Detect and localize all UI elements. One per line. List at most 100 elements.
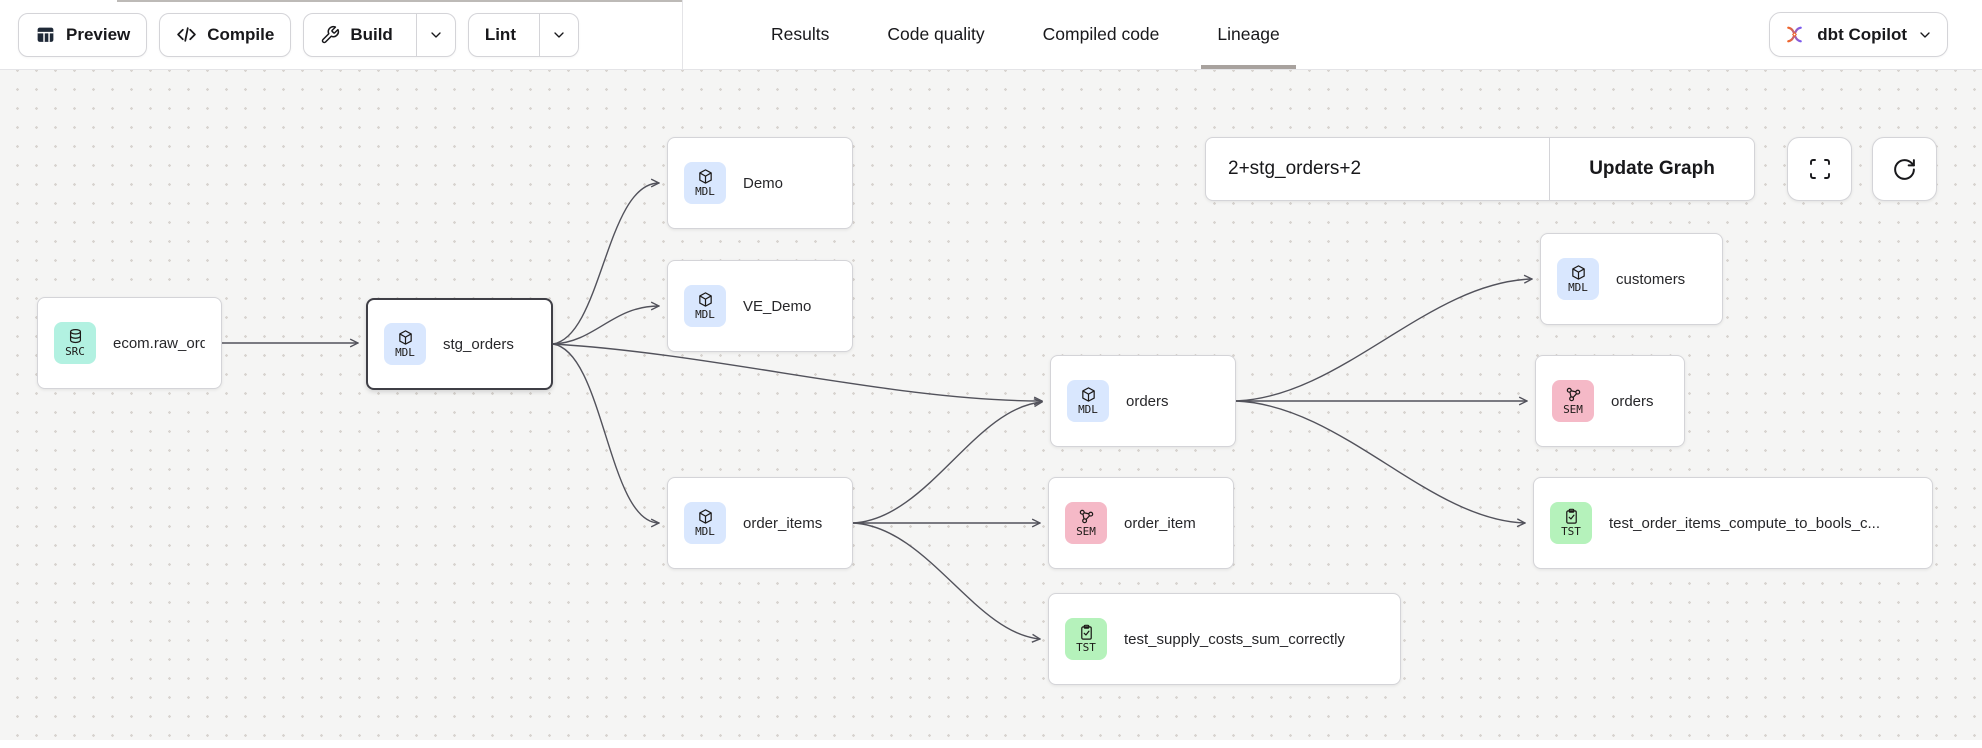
node-order-items[interactable]: MDL order_items: [667, 477, 853, 569]
lint-dropdown-toggle[interactable]: [538, 13, 578, 56]
model-badge: MDL: [1557, 258, 1599, 300]
wrench-icon: [322, 25, 340, 43]
dbt-copilot-label: dbt Copilot: [1817, 24, 1907, 44]
edge: [552, 343, 659, 523]
edge: [552, 183, 659, 345]
edge: [852, 402, 1042, 524]
edge: [552, 343, 1042, 401]
build-button-label: Build: [350, 24, 393, 44]
dbt-copilot-icon: [1787, 26, 1803, 43]
build-button[interactable]: Build: [304, 14, 406, 56]
source-badge: SRC: [54, 322, 96, 364]
edge: [552, 306, 659, 345]
node-orders-model[interactable]: MDL orders: [1050, 355, 1236, 447]
badge-label: TST: [1076, 640, 1096, 654]
clipboard-check-icon: [1565, 508, 1577, 524]
lint-button-group: Lint: [467, 12, 579, 57]
chevron-down-icon: [431, 31, 441, 38]
top-bar: Preview Compile Build Lint: [0, 0, 1982, 70]
lint-button[interactable]: Lint: [469, 14, 529, 56]
cube-icon: [1081, 387, 1095, 402]
pane-top-divider: [117, 0, 682, 2]
fullscreen-button[interactable]: [1787, 137, 1852, 201]
fullscreen-icon: [1809, 159, 1830, 179]
node-orders-semantic[interactable]: SEM orders: [1535, 355, 1685, 447]
node-ecom-raw-orders[interactable]: SRC ecom.raw_orders: [37, 297, 222, 389]
node-label: orders: [1611, 392, 1654, 410]
update-graph-button[interactable]: Update Graph: [1589, 158, 1715, 179]
badge-label: SEM: [1563, 402, 1583, 416]
compile-button-label: Compile: [207, 24, 275, 44]
tab-compiled-code[interactable]: Compiled code: [1042, 24, 1160, 44]
clipboard-check-icon: [1080, 624, 1092, 640]
badge-label: MDL: [1568, 280, 1588, 294]
node-order-item-semantic[interactable]: SEM order_item: [1048, 477, 1234, 569]
test-badge: TST: [1550, 502, 1592, 544]
preview-button-label: Preview: [66, 24, 131, 44]
cube-icon: [398, 330, 412, 345]
node-label: customers: [1616, 270, 1686, 288]
node-label: stg_orders: [443, 335, 514, 353]
node-test-supply-costs-sum-correctly[interactable]: TST test_supply_costs_sum_correctly: [1048, 593, 1401, 685]
refresh-button[interactable]: [1872, 137, 1937, 201]
badge-label: MDL: [1078, 402, 1098, 416]
tab-lineage[interactable]: Lineage: [1201, 0, 1297, 69]
code-icon: [177, 27, 197, 42]
chevron-down-icon: [554, 31, 564, 38]
editor-toolbar: Preview Compile Build Lint: [0, 0, 683, 69]
node-label: order_items: [743, 514, 823, 532]
model-badge: MDL: [684, 502, 726, 544]
preview-button[interactable]: Preview: [18, 12, 148, 57]
dbt-copilot-button[interactable]: dbt Copilot: [1769, 12, 1948, 57]
test-badge: TST: [1065, 618, 1107, 660]
node-customers[interactable]: MDL customers: [1540, 233, 1723, 325]
badge-label: MDL: [395, 345, 415, 359]
cube-icon: [698, 509, 712, 524]
badge-label: MDL: [695, 184, 715, 198]
node-label: test_order_items_compute_to_bools_c...: [1609, 514, 1880, 532]
model-badge: MDL: [384, 323, 426, 365]
edge: [1235, 400, 1525, 523]
lineage-canvas[interactable]: SRC ecom.raw_orders MDL stg_orders MDL D…: [0, 70, 1982, 740]
badge-label: SEM: [1076, 524, 1096, 538]
model-badge: MDL: [1067, 380, 1109, 422]
cube-icon: [698, 292, 712, 307]
node-label: ecom.raw_orders: [113, 334, 205, 352]
node-ve-demo[interactable]: MDL VE_Demo: [667, 260, 853, 352]
node-label: Demo: [743, 174, 784, 192]
chevron-down-icon: [1920, 31, 1930, 38]
selector-input[interactable]: 2+stg_orders+2: [1206, 138, 1550, 200]
cube-icon: [1571, 265, 1585, 280]
node-label: VE_Demo: [743, 297, 812, 315]
cube-icon: [698, 169, 712, 184]
compile-button[interactable]: Compile: [159, 12, 292, 57]
badge-label: MDL: [695, 524, 715, 538]
network-icon: [1079, 509, 1093, 524]
badge-label: MDL: [695, 307, 715, 321]
badge-label: TST: [1561, 524, 1581, 538]
tab-results[interactable]: Results: [771, 24, 830, 44]
result-pane-tabs: Results Code quality Compiled code Linea…: [771, 0, 1297, 69]
node-stg-orders[interactable]: MDL stg_orders: [366, 298, 553, 390]
network-icon: [1566, 387, 1580, 402]
badge-label: SRC: [65, 344, 85, 358]
build-button-group: Build: [303, 12, 456, 57]
node-test-order-items-compute-to-bools[interactable]: TST test_order_items_compute_to_bools_c.…: [1533, 477, 1933, 569]
node-label: order_item: [1124, 514, 1196, 532]
model-badge: MDL: [684, 285, 726, 327]
database-icon: [69, 328, 81, 344]
node-label: test_supply_costs_sum_correctly: [1124, 630, 1345, 648]
table-icon: [37, 27, 54, 42]
edge: [1235, 279, 1532, 402]
node-label: orders: [1126, 392, 1169, 410]
refresh-icon: [1894, 158, 1915, 180]
model-badge: MDL: [684, 162, 726, 204]
node-demo[interactable]: MDL Demo: [667, 137, 853, 229]
graph-selector-control: 2+stg_orders+2 Update Graph: [1205, 137, 1755, 201]
semantic-badge: SEM: [1065, 502, 1107, 544]
semantic-badge: SEM: [1552, 380, 1594, 422]
edge: [852, 522, 1040, 639]
build-dropdown-toggle[interactable]: [415, 13, 455, 56]
lint-button-label: Lint: [484, 24, 516, 44]
tab-code-quality[interactable]: Code quality: [887, 24, 985, 44]
